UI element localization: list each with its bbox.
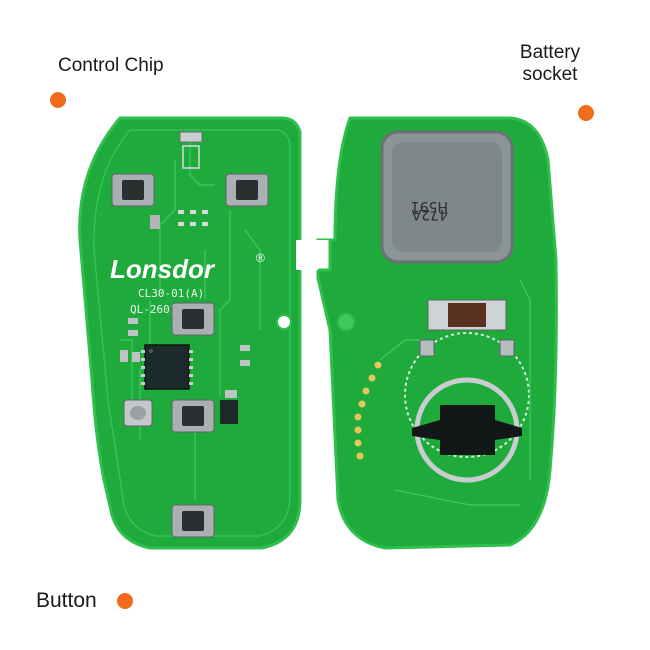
brand-logo: Lonsdor [110, 254, 216, 284]
callout-control-chip: Control Chip [58, 55, 164, 76]
crystal-oscillator [123, 399, 153, 427]
resistor-array [150, 210, 208, 229]
registered-mark: ® [256, 251, 265, 265]
tact-button-bottom [171, 504, 215, 538]
secondary-chip [220, 400, 238, 424]
chip-marking-1: H591 [411, 198, 448, 214]
callout-battery-line2: socket [522, 64, 578, 85]
chip-marking-2: 472A [411, 206, 448, 222]
model-marking-1: CL30-01(A) [138, 287, 204, 300]
battery-clip-top [419, 299, 515, 357]
callout-dot-control-chip [50, 92, 66, 108]
battery-outline [404, 332, 530, 458]
battery-socket [412, 377, 522, 483]
tact-button-middle [171, 302, 215, 336]
callout-battery-line1: Battery [519, 42, 581, 63]
tact-button-top-right [225, 173, 269, 207]
mounting-pad [337, 313, 355, 331]
passive-components [120, 318, 250, 398]
pcb-front-board: Lonsdor ® CL30-01(A) QL-2601A20 [78, 116, 302, 550]
callout-battery-socket: Battery socket [505, 42, 595, 86]
callout-button: Button [36, 589, 97, 612]
transponder-chip: H591 472A [380, 130, 514, 264]
top-smd-part [179, 131, 203, 143]
callout-dot-button [117, 593, 133, 609]
mounting-hole [276, 314, 292, 330]
test-pads [354, 361, 382, 460]
callout-dot-battery-socket [578, 105, 594, 121]
tact-button-lower [171, 399, 215, 433]
control-chip [141, 344, 193, 390]
pcb-back-board: H591 472A [296, 116, 558, 550]
tact-button-top-left [111, 173, 155, 207]
